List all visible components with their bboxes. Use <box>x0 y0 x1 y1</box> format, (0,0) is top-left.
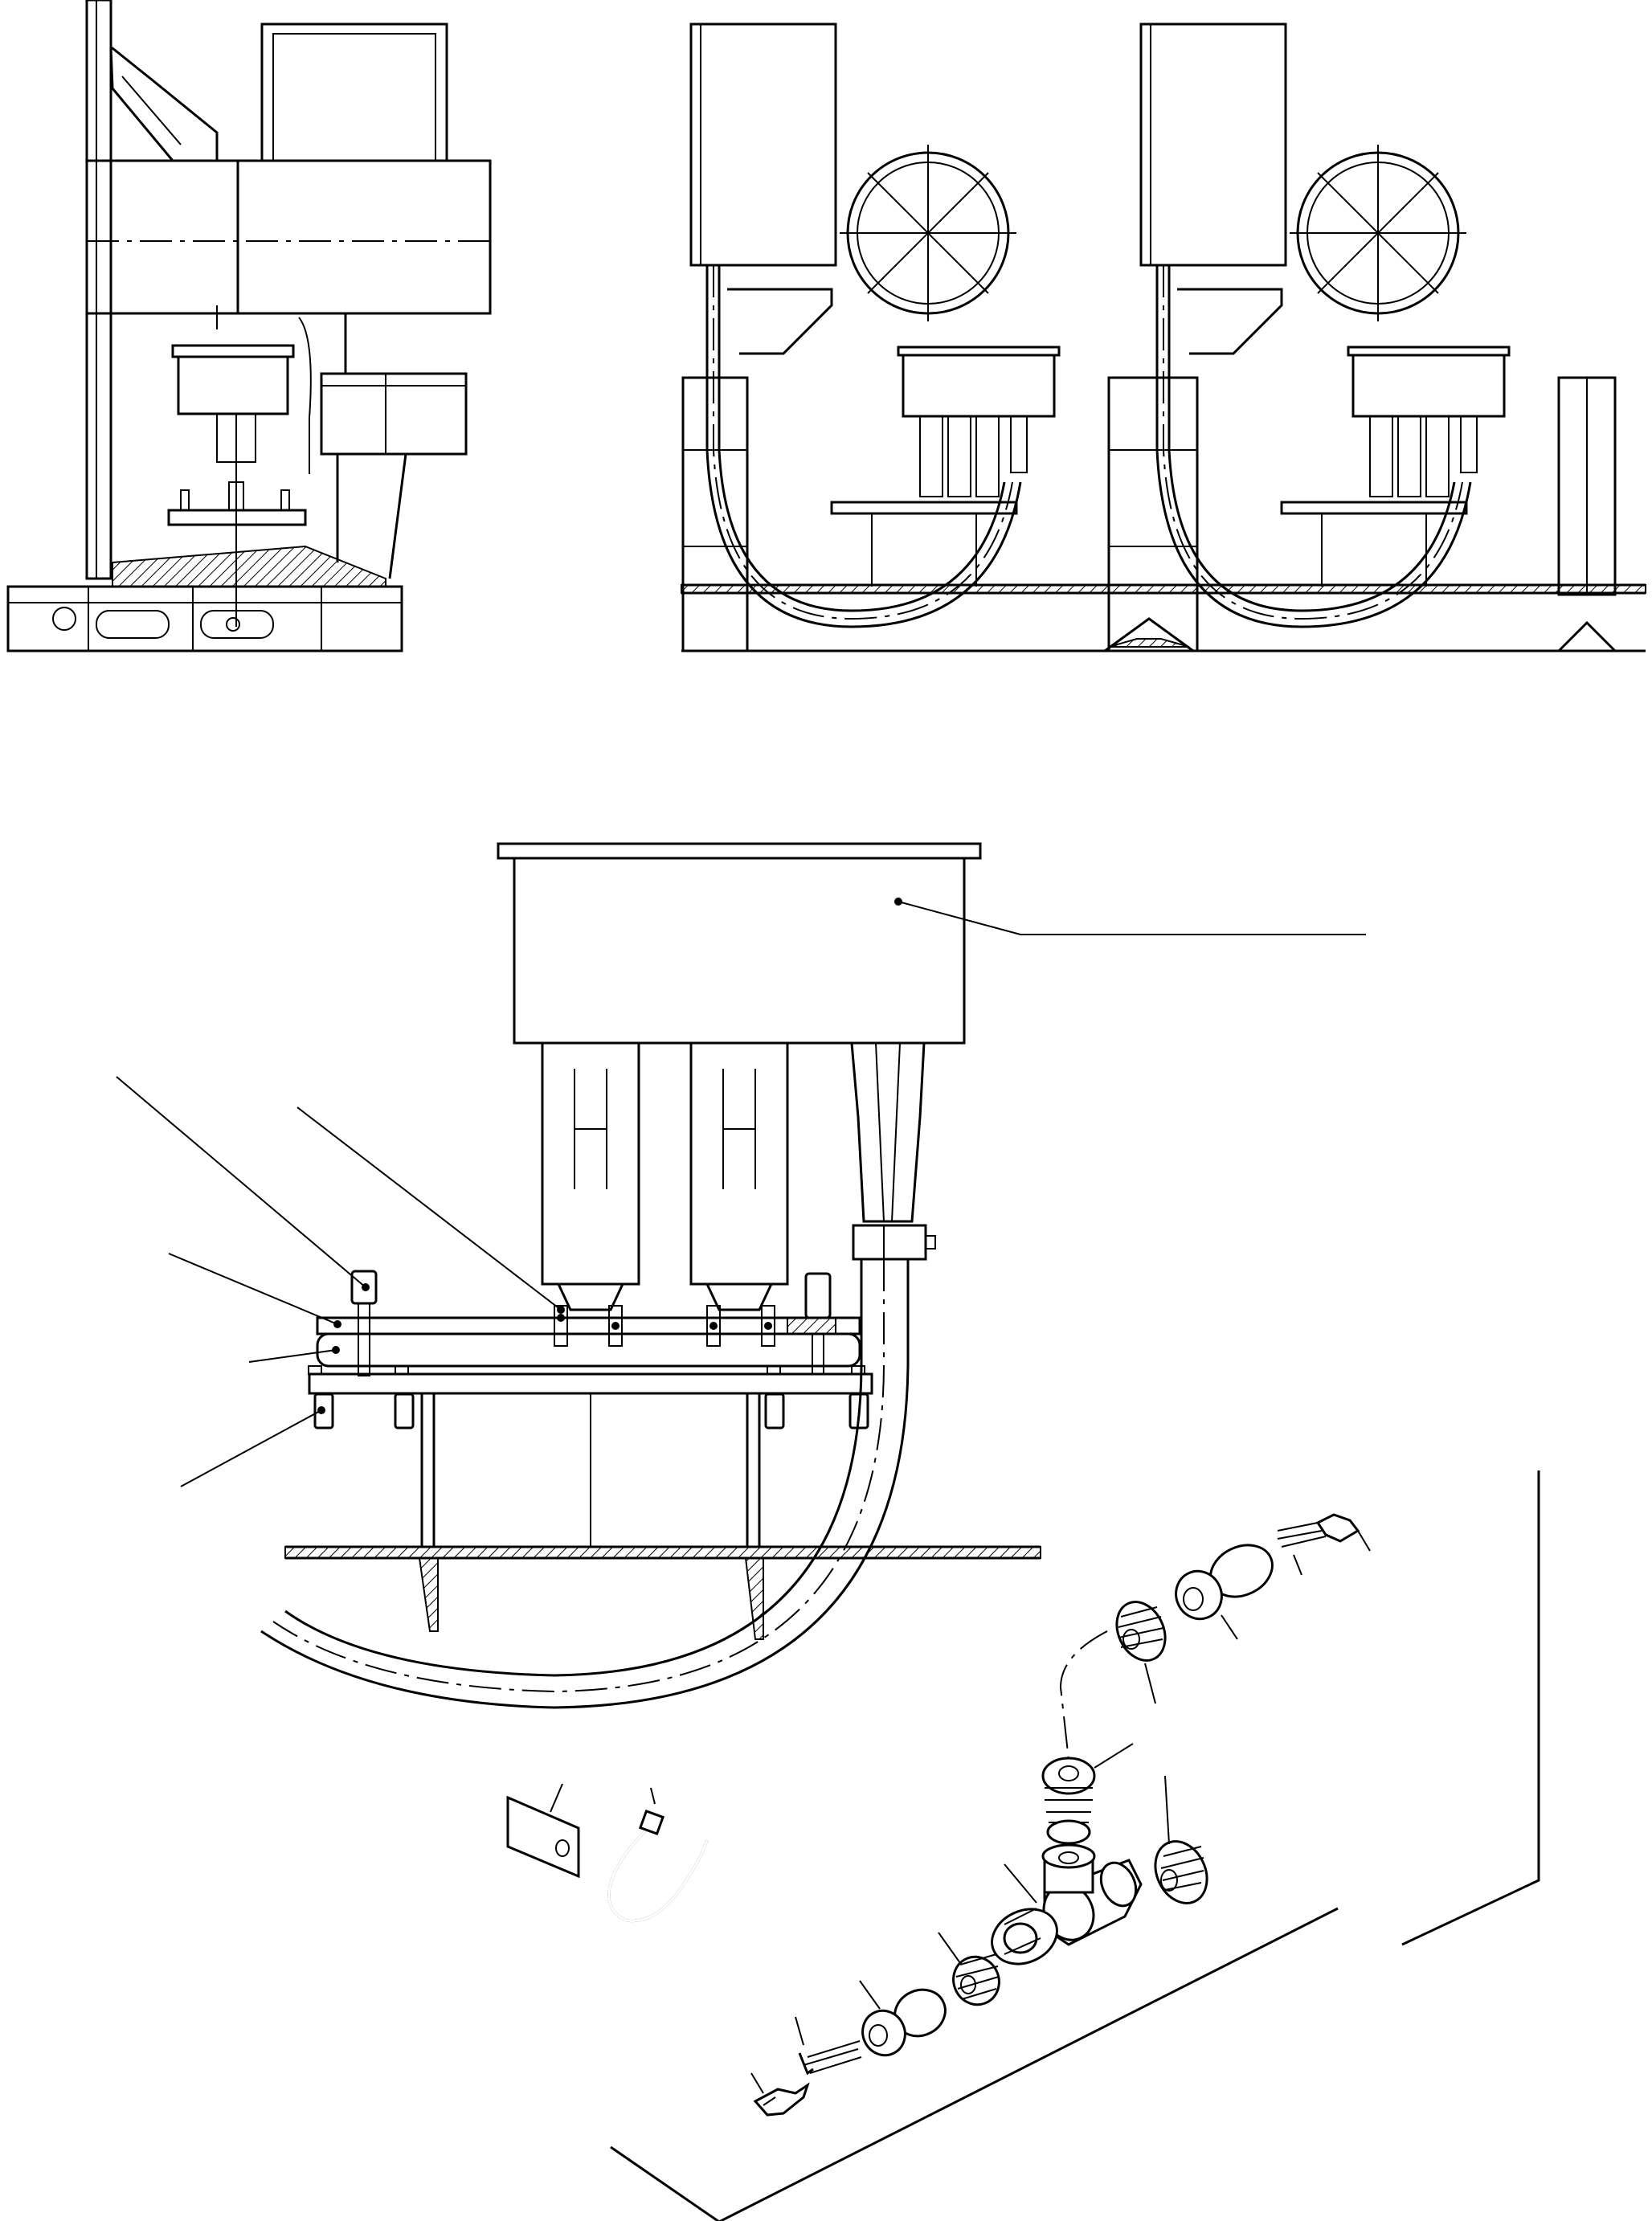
cabinet-left <box>689 22 837 267</box>
small-bolts-row <box>554 1305 775 1347</box>
leader-lines-left <box>116 1076 562 1487</box>
tank-body <box>513 857 966 1045</box>
tank-lid <box>497 842 982 860</box>
mount-plate-middle <box>316 1332 861 1368</box>
cabinet-right <box>1139 22 1287 267</box>
spring-right <box>1154 1775 1208 1904</box>
mount-plate-top <box>316 1316 861 1335</box>
base-bolts <box>308 1365 869 1430</box>
stud-bolt-right <box>804 1272 832 1319</box>
base-frame <box>6 585 403 652</box>
nozzle-cone <box>850 1041 926 1223</box>
spring-upper <box>1115 1601 1167 1662</box>
diagonal-brace <box>109 47 219 162</box>
front-view-two-modules <box>681 22 1646 652</box>
terminal-pin-lower <box>750 2072 810 2117</box>
floor-deck <box>284 1546 1041 1559</box>
spring-middle <box>1041 1743 1134 1845</box>
beam-left-segment <box>85 159 239 315</box>
wires-lower <box>795 2016 862 2076</box>
vertical-column <box>85 0 112 580</box>
wires-upper <box>1277 1522 1327 1548</box>
module-right <box>1107 22 1511 652</box>
side-view-bracket-assembly <box>6 0 492 652</box>
label-plate <box>506 1795 580 1879</box>
hose-clamp <box>852 1224 927 1261</box>
detail-view-tank-mount <box>116 842 1366 1709</box>
beam-right-segment <box>236 159 492 315</box>
panel-edge-bottom <box>718 1907 1339 2221</box>
module-left <box>681 22 1061 652</box>
pillar-left <box>681 376 749 652</box>
connector-body-lower <box>991 1908 1058 1965</box>
tank-rim <box>171 344 295 358</box>
filter-cylinder-2 <box>689 1041 789 1286</box>
connector-housing-lower <box>859 1980 947 2057</box>
exploded-view-connector-kit <box>506 1470 1540 2221</box>
hose-outer <box>284 1259 863 1677</box>
connector-body-upper <box>1175 1544 1274 1621</box>
filter-cylinder-1 <box>541 1041 640 1286</box>
panel-edge-right <box>1401 1470 1540 1946</box>
base-hole <box>52 607 76 631</box>
top-cabinet <box>260 22 448 162</box>
connector-chain-upper <box>1059 1513 1371 1761</box>
cable-tie <box>607 1787 709 1923</box>
mount-plate-base <box>308 1372 873 1395</box>
side-duct <box>320 372 468 456</box>
spring-lower <box>938 1932 1000 2006</box>
leader-tank <box>898 901 1366 935</box>
hose-inner <box>260 1259 910 1709</box>
pillar-right <box>1107 376 1199 652</box>
